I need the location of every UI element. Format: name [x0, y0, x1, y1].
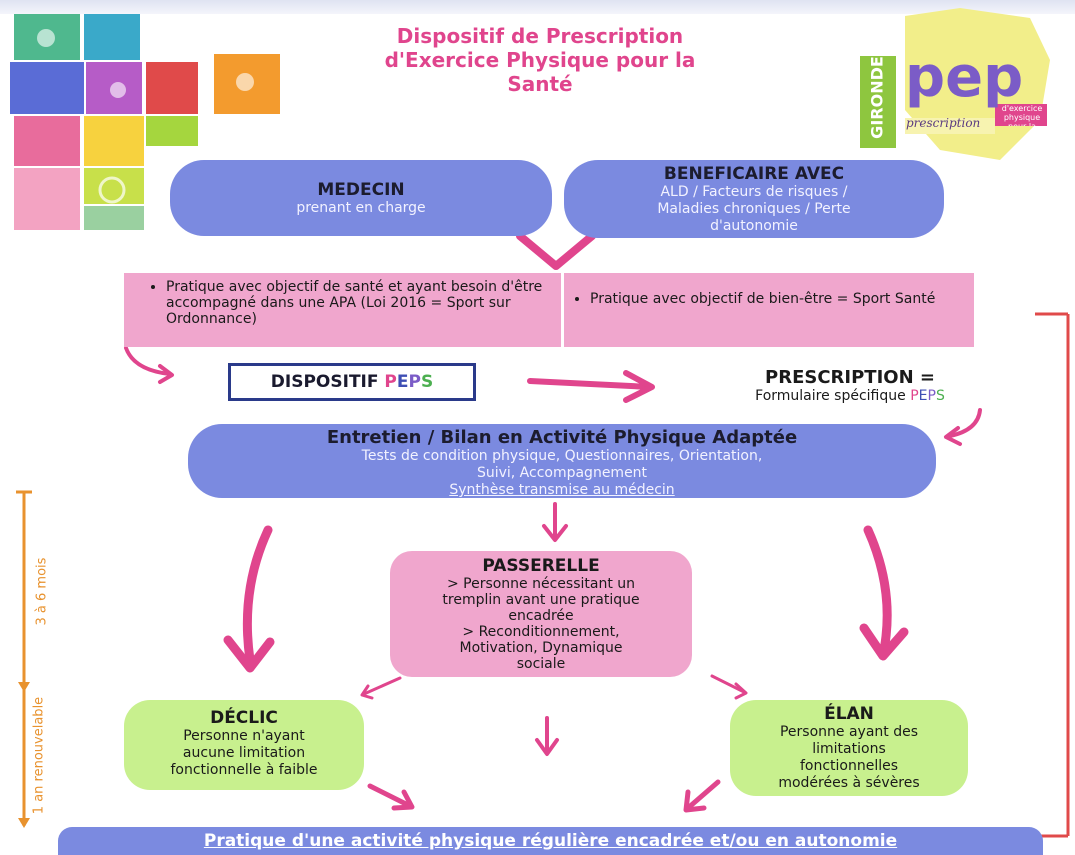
dispositif-s: S [420, 372, 434, 392]
entretien-box: Entretien / Bilan en Activité Physique A… [188, 424, 936, 498]
red-timeline-bracket [1035, 312, 1070, 838]
declic-line-1: Personne n'ayant [183, 728, 305, 744]
beneficiaire-box: BENEFICAIRE AVEC ALD / Facteurs de risqu… [564, 160, 944, 238]
footer-text[interactable]: Pratique d'une activité physique réguliè… [203, 831, 898, 851]
entretien-title: Entretien / Bilan en Activité Physique A… [326, 427, 798, 448]
dispositif-e: E [396, 372, 409, 392]
objectif-sante-text: Pratique avec objectif de santé et ayant… [166, 279, 553, 327]
elan-line-1: Personne ayant des [779, 724, 919, 740]
arrow-dispositif-to-prescription [527, 370, 655, 403]
orange-timeline [16, 490, 32, 828]
prescription-p2: P [927, 388, 936, 404]
objectif-bienetre-box: Pratique avec objectif de bien-être = Sp… [564, 273, 974, 347]
title-line-3: Santé [507, 72, 573, 96]
logo-tagline: prescription [906, 116, 981, 130]
page-title: Dispositif de Prescription d'Exercice Ph… [330, 24, 750, 96]
arrow-prescription-to-entretien [944, 408, 982, 446]
arrow-entretien-to-elan [859, 525, 909, 661]
dispositif-p2: P [408, 372, 421, 392]
arrow-entretien-to-declic [223, 525, 275, 673]
medecin-box: MEDECIN prenant en charge [170, 160, 552, 236]
prescription-e: E [918, 388, 928, 404]
medecin-title: MEDECIN [317, 180, 405, 200]
elan-box: ÉLAN Personne ayant des limitations fonc… [730, 700, 968, 796]
declic-line-3: fonctionnelle à faible [170, 762, 318, 778]
prescription-text-prefix: Formulaire spécifique [755, 388, 911, 404]
logo-gironde: GIRONDE [867, 56, 887, 139]
prescription-title: PRESCRIPTION = [765, 367, 935, 388]
title-line-2: d'Exercice Physique pour la [384, 48, 696, 72]
elan-line-4: modérées à sévères [778, 775, 920, 791]
gironde-peps-logo [860, 8, 1050, 160]
passerelle-title: PASSERELLE [482, 556, 600, 576]
elan-line-3: fonctionnelles [799, 758, 899, 774]
declic-line-2: aucune limitation [182, 745, 306, 761]
logo-sub: d'exercice physique pour la santé [1001, 104, 1043, 126]
dispositif-p1: P [384, 372, 397, 392]
medecin-text: prenant en charge [296, 200, 426, 216]
title-line-1: Dispositif de Prescription [396, 24, 684, 48]
prescription-block: PRESCRIPTION = Formulaire spécifique PEP… [690, 368, 1010, 405]
prescription-text: Formulaire spécifique PEPS [690, 388, 1010, 405]
arrow-to-dispositif [124, 346, 174, 384]
dispositif-prefix: DISPOSITIF [270, 372, 385, 392]
passerelle-line-3: encadrée [508, 608, 574, 624]
arrow-passerelle-to-declic [360, 676, 402, 700]
passerelle-line-1: > Personne nécessitant un [446, 576, 636, 592]
prescription-s: S [935, 388, 945, 404]
elan-title: ÉLAN [824, 704, 874, 724]
passerelle-box: PASSERELLE > Personne nécessitant un tre… [390, 551, 692, 677]
objectif-bienetre-text: Pratique avec objectif de bien-être = Sp… [590, 291, 966, 307]
prescription-p1: P [910, 388, 919, 404]
entretien-line-1: Tests de condition physique, Questionnai… [361, 448, 763, 464]
chevron-down-icon [516, 232, 596, 270]
arrow-passerelle-to-bottom [535, 716, 559, 756]
top-band [0, 0, 1075, 14]
elan-line-2: limitations [812, 741, 886, 757]
entretien-link[interactable]: Synthèse transmise au médecin [449, 482, 675, 498]
timeline-long-label: 1 an renouvelable [31, 696, 47, 815]
arrow-passerelle-to-elan [710, 674, 748, 700]
dispositif-peps-box: DISPOSITIF PEPS [228, 363, 476, 401]
arrow-declic-to-bottom [367, 783, 415, 811]
declic-box: DÉCLIC Personne n'ayant aucune limitatio… [124, 700, 364, 790]
passerelle-line-2: tremplin avant une pratique [442, 592, 640, 608]
arrow-elan-to-bottom [683, 779, 721, 813]
beneficiaire-line-3: d'autonomie [710, 218, 798, 234]
sport-collage-image [10, 14, 280, 230]
entretien-line-2: Suivi, Accompagnement [476, 465, 648, 481]
timeline-short-label: 3 à 6 mois [34, 557, 50, 626]
beneficiaire-line-2: Maladies chroniques / Perte [657, 201, 851, 217]
passerelle-line-6: sociale [516, 656, 566, 672]
beneficiaire-line-1: ALD / Facteurs de risques / [660, 184, 848, 200]
objectif-sante-box: Pratique avec objectif de santé et ayant… [124, 273, 561, 347]
beneficiaire-title: BENEFICAIRE AVEC [663, 164, 845, 184]
logo-brand: pep [905, 45, 1024, 110]
passerelle-line-5: Motivation, Dynamique [459, 640, 623, 656]
arrow-entretien-to-passerelle [542, 502, 568, 542]
footer-bar: Pratique d'une activité physique réguliè… [58, 827, 1043, 855]
passerelle-line-4: > Reconditionnement, [462, 624, 620, 640]
declic-title: DÉCLIC [210, 708, 278, 728]
